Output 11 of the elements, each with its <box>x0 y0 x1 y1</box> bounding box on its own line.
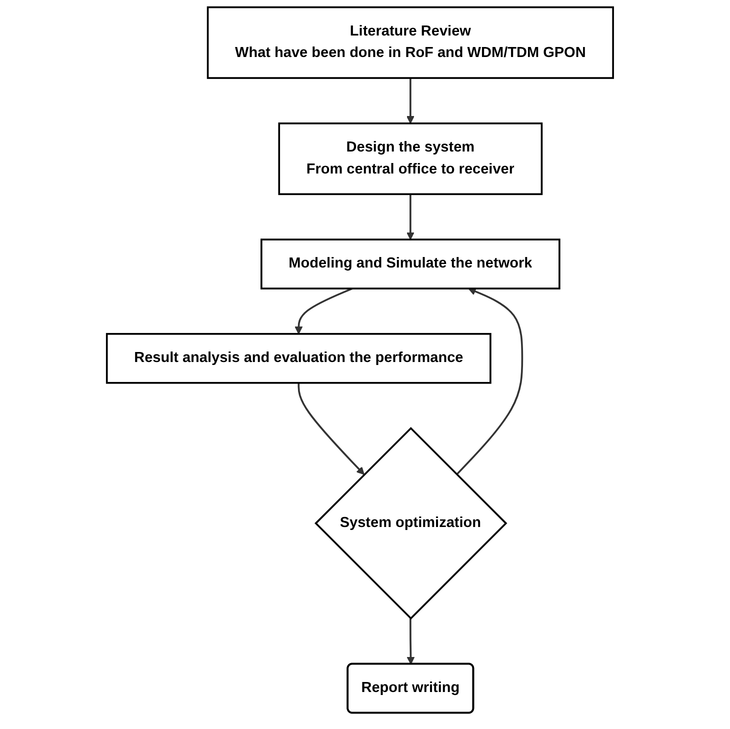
node-box: Design the system From central office to receiver <box>278 122 543 196</box>
arrow <box>294 288 353 334</box>
arrow <box>406 78 414 124</box>
node-box: Result analysis and evaluation the performance <box>106 332 492 384</box>
node-box: Literature Review What have been done in RoF and WDM/TDM GPON <box>206 6 614 79</box>
node-box: Modeling and Simulate the network <box>260 238 560 290</box>
arrow <box>298 382 365 475</box>
node-diamond: System optimization <box>314 426 508 620</box>
arrow <box>406 618 415 665</box>
arrow <box>456 288 524 476</box>
arrow <box>406 194 414 240</box>
